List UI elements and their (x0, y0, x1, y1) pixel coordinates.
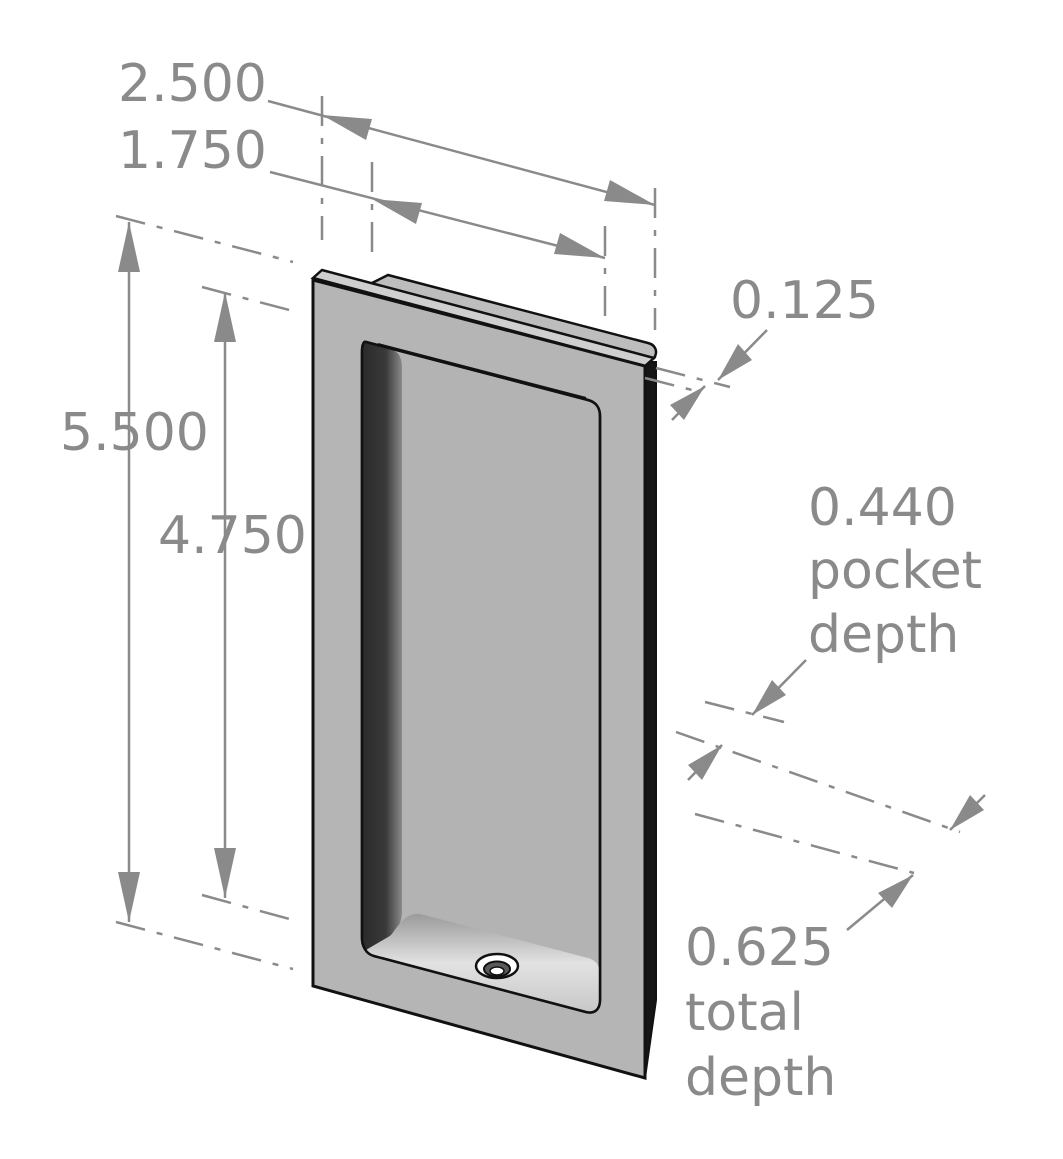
pull-body (310, 268, 658, 1080)
flange-side-edge (644, 361, 657, 1079)
pocket-inner-top-edge (377, 343, 587, 399)
extension-lines (115, 96, 961, 971)
pocket-width-label: 1.750 (118, 121, 267, 181)
overall-height-label: 5.500 (60, 403, 209, 463)
pocket-depth-word1: pocket (808, 541, 982, 601)
total-depth-word2: depth (685, 1048, 836, 1108)
pocket-depth-word2: depth (808, 605, 959, 665)
total-depth-word1: total (685, 983, 804, 1043)
screw-hole-icon (474, 952, 520, 980)
pocket-depth-value: 0.440 (808, 478, 957, 538)
total-depth-value: 0.625 (685, 918, 834, 978)
overall-width-label: 2.500 (118, 54, 267, 114)
pocket-height-label: 4.750 (158, 506, 307, 566)
dimension-labels: 2.500 1.750 0.125 5.500 4.750 0.440 pock… (60, 54, 982, 1108)
pocket-outline (360, 340, 602, 1014)
pocket-left-wall (362, 342, 402, 950)
flange-thickness-label: 0.125 (730, 271, 879, 331)
dimension-lines (118, 99, 986, 931)
